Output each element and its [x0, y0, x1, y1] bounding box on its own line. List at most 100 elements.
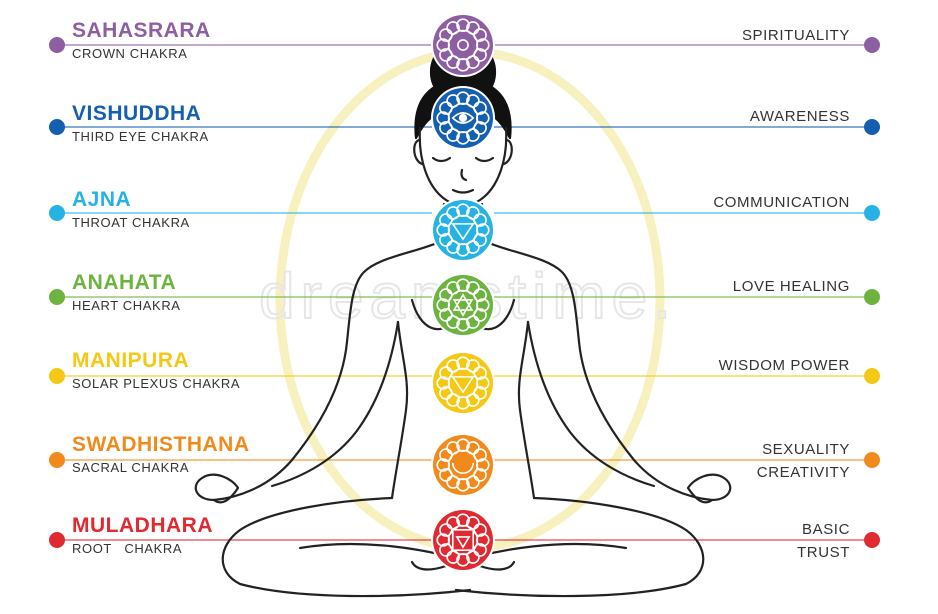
right-thigh	[454, 496, 705, 598]
chakra-name-heart: ANAHATA	[72, 271, 177, 294]
left-arm	[212, 238, 446, 502]
chakra-label-solar-plexus: MANIPURA SOLAR PLEXUS CHAKRA	[72, 350, 240, 392]
torso-right	[517, 320, 536, 500]
quality-text: AWARENESS	[749, 108, 850, 125]
chakra-name-solar-plexus: MANIPURA	[72, 349, 190, 372]
left-thigh	[221, 496, 472, 598]
left-hand	[194, 473, 240, 504]
chakra-name-crown: SAHASRARA	[72, 19, 211, 42]
quality-text: SEXUALITY	[762, 441, 850, 458]
lotus-flower-icon	[436, 18, 490, 72]
triangle-shape	[455, 536, 471, 549]
inner-ring	[447, 367, 479, 399]
chakra-name-third-eye: VISHUDDHA	[72, 102, 202, 125]
chakra-disc-throat	[431, 198, 495, 262]
chakra-label-heart: ANAHATA HEART CHAKRA	[72, 272, 181, 314]
endpoint-dot-right-throat	[864, 205, 880, 221]
disc-fill	[433, 275, 493, 335]
triangle-circle-icon	[436, 203, 490, 257]
right-arm	[480, 238, 714, 502]
eye-pupil	[458, 113, 468, 123]
left-ear	[413, 138, 424, 166]
quality-label-root: BASIC TRUST	[650, 518, 850, 564]
disc-fill	[433, 435, 493, 495]
chakra-subtitle-throat: THROAT CHAKRA	[72, 215, 190, 230]
chakra-label-root: MULADHARA ROOT CHAKRA	[72, 515, 213, 557]
chakra-subtitle-third-eye: THIRD EYE CHAKRA	[72, 129, 209, 144]
inner-ring	[447, 524, 479, 556]
left-foot	[478, 560, 516, 571]
right-eye	[474, 156, 495, 163]
inner-ring	[447, 214, 479, 246]
quality-text: SPIRITUALITY	[741, 27, 850, 44]
chakra-disc-solar-plexus	[431, 351, 495, 415]
left-eye	[431, 156, 452, 163]
eye-icon	[436, 91, 490, 145]
quality-label-sacral: SEXUALITY CREATIVITY	[650, 438, 850, 484]
inner-ring	[447, 449, 479, 481]
chakra-name-throat: AJNA	[72, 188, 132, 211]
hexagram-icon	[436, 278, 490, 332]
inner-ring	[447, 29, 479, 61]
left-inner-arm	[270, 320, 400, 488]
inner-ring	[447, 102, 479, 134]
chakra-label-crown: SAHASRARA CROWN CHAKRA	[72, 20, 211, 62]
triangle-up	[452, 293, 474, 311]
endpoint-dot-left-heart	[49, 289, 65, 305]
endpoint-dot-left-sacral	[49, 452, 65, 468]
lotus-center	[457, 39, 469, 51]
quality-label-third-eye: AWARENESS	[650, 105, 850, 128]
square-shape	[451, 528, 474, 551]
endpoint-dot-right-root	[864, 532, 880, 548]
eye-shape	[451, 112, 475, 124]
chakra-name-root: MULADHARA	[72, 514, 213, 537]
disc-fill	[433, 15, 493, 75]
chakra-label-sacral: SWADHISTHANA SACRAL CHAKRA	[72, 434, 250, 476]
right-inner-arm	[526, 320, 656, 488]
crescent-moon-icon	[436, 438, 490, 492]
endpoint-dot-right-heart	[864, 289, 880, 305]
quality-label-heart: LOVE HEALING	[650, 275, 850, 298]
quality-label-solar-plexus: WISDOM POWER	[650, 354, 850, 377]
chakra-label-third-eye: VISHUDDHA THIRD EYE CHAKRA	[72, 103, 209, 145]
quality-label-throat: COMMUNICATION	[650, 191, 850, 214]
endpoint-dot-left-crown	[49, 37, 65, 53]
square-triangle-icon	[436, 513, 490, 567]
endpoint-dot-left-third-eye	[49, 119, 65, 135]
endpoint-dot-left-throat	[49, 205, 65, 221]
chakra-subtitle-crown: CROWN CHAKRA	[72, 46, 188, 61]
triangle-shape	[451, 376, 475, 394]
connector-lines	[49, 37, 880, 548]
chakra-subtitle-heart: HEART CHAKRA	[72, 298, 181, 313]
endpoint-dot-left-solar-plexus	[49, 368, 65, 384]
crescent-shape	[452, 462, 474, 474]
endpoint-dot-right-solar-plexus	[864, 368, 880, 384]
right-foot	[410, 560, 448, 571]
endpoint-dot-right-sacral	[864, 452, 880, 468]
quality-text: COMMUNICATION	[713, 194, 850, 211]
right-ear	[502, 138, 513, 166]
chakra-disc-crown	[431, 13, 495, 77]
disc-fill	[433, 353, 493, 413]
torso-left	[390, 320, 409, 500]
chakra-subtitle-root: ROOT CHAKRA	[72, 541, 183, 556]
quality-text: BASIC	[801, 521, 850, 538]
endpoint-dot-left-root	[49, 532, 65, 548]
chakra-discs	[431, 13, 495, 572]
quality-text: CREATIVITY	[756, 464, 850, 481]
mouth	[451, 188, 475, 194]
chakra-subtitle-sacral: SACRAL CHAKRA	[72, 460, 190, 475]
quality-label-crown: SPIRITUALITY	[650, 24, 850, 47]
chakra-subtitle-solar-plexus: SOLAR PLEXUS CHAKRA	[72, 376, 241, 391]
triangle-down	[452, 299, 474, 317]
endpoint-dot-right-crown	[864, 37, 880, 53]
chakra-disc-third-eye	[431, 86, 495, 150]
quality-text: LOVE HEALING	[732, 278, 850, 295]
chakra-disc-root	[431, 508, 495, 572]
chakra-disc-heart	[431, 273, 495, 337]
right-hand	[686, 473, 732, 504]
quality-text: WISDOM POWER	[718, 357, 850, 374]
quality-text: TRUST	[797, 544, 850, 561]
